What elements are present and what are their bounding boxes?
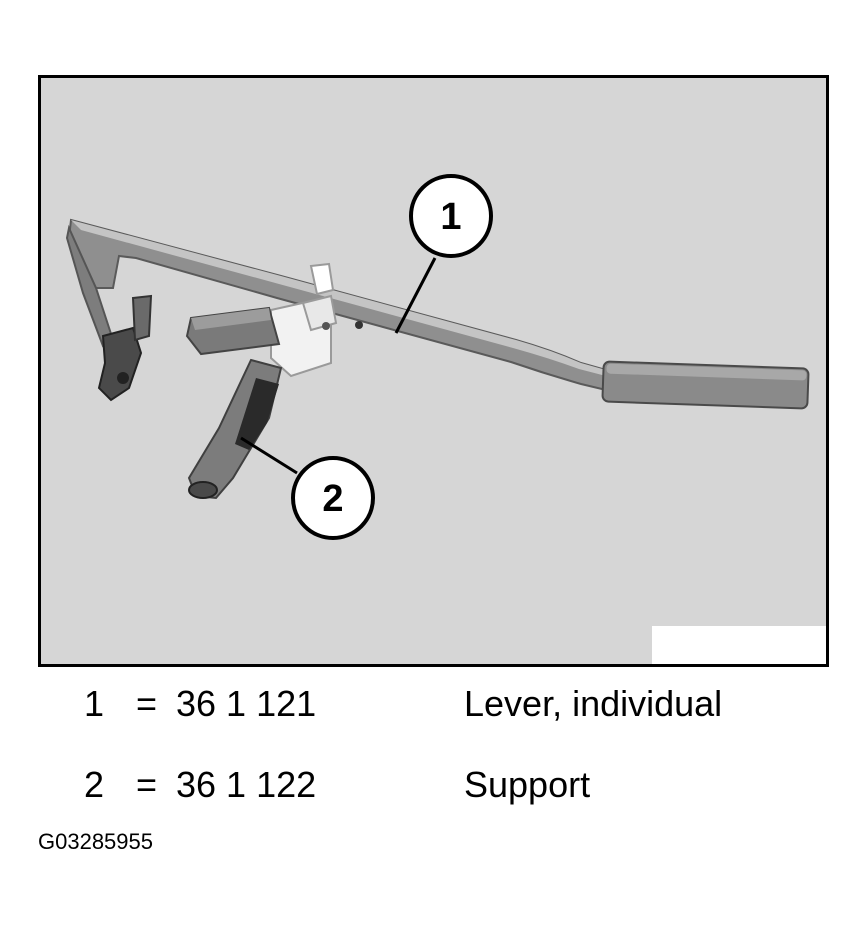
legend-part-number: 36 1 122: [176, 764, 317, 805]
callout-1-number: 1: [440, 196, 461, 238]
tool-illustration: 1 2: [65, 174, 810, 540]
legend-description: Support: [464, 764, 591, 805]
legend-item: 1 = 36 1 121 Lever, individual: [0, 682, 866, 726]
callout-1: 1: [409, 174, 493, 258]
legend-part-number: 36 1 121: [176, 683, 317, 724]
legend-number: 1: [84, 683, 105, 724]
legend-item: 2 = 36 1 122 Support: [0, 763, 866, 807]
callout-2: 2: [291, 456, 375, 540]
support-tool: [187, 358, 283, 500]
callout-2-leader: [240, 436, 298, 475]
figure-id: G03285955: [38, 829, 153, 854]
callout-2-number: 2: [322, 478, 343, 520]
tool-illustration-frame: 1 2: [38, 75, 829, 667]
legend-equals: =: [136, 764, 158, 805]
lever-tool: [65, 218, 810, 410]
legend-equals: =: [136, 683, 158, 724]
legend-number: 2: [84, 764, 105, 805]
blank-patch: [652, 626, 826, 664]
legend-description: Lever, individual: [464, 683, 723, 724]
callout-1-leader: [394, 257, 437, 334]
